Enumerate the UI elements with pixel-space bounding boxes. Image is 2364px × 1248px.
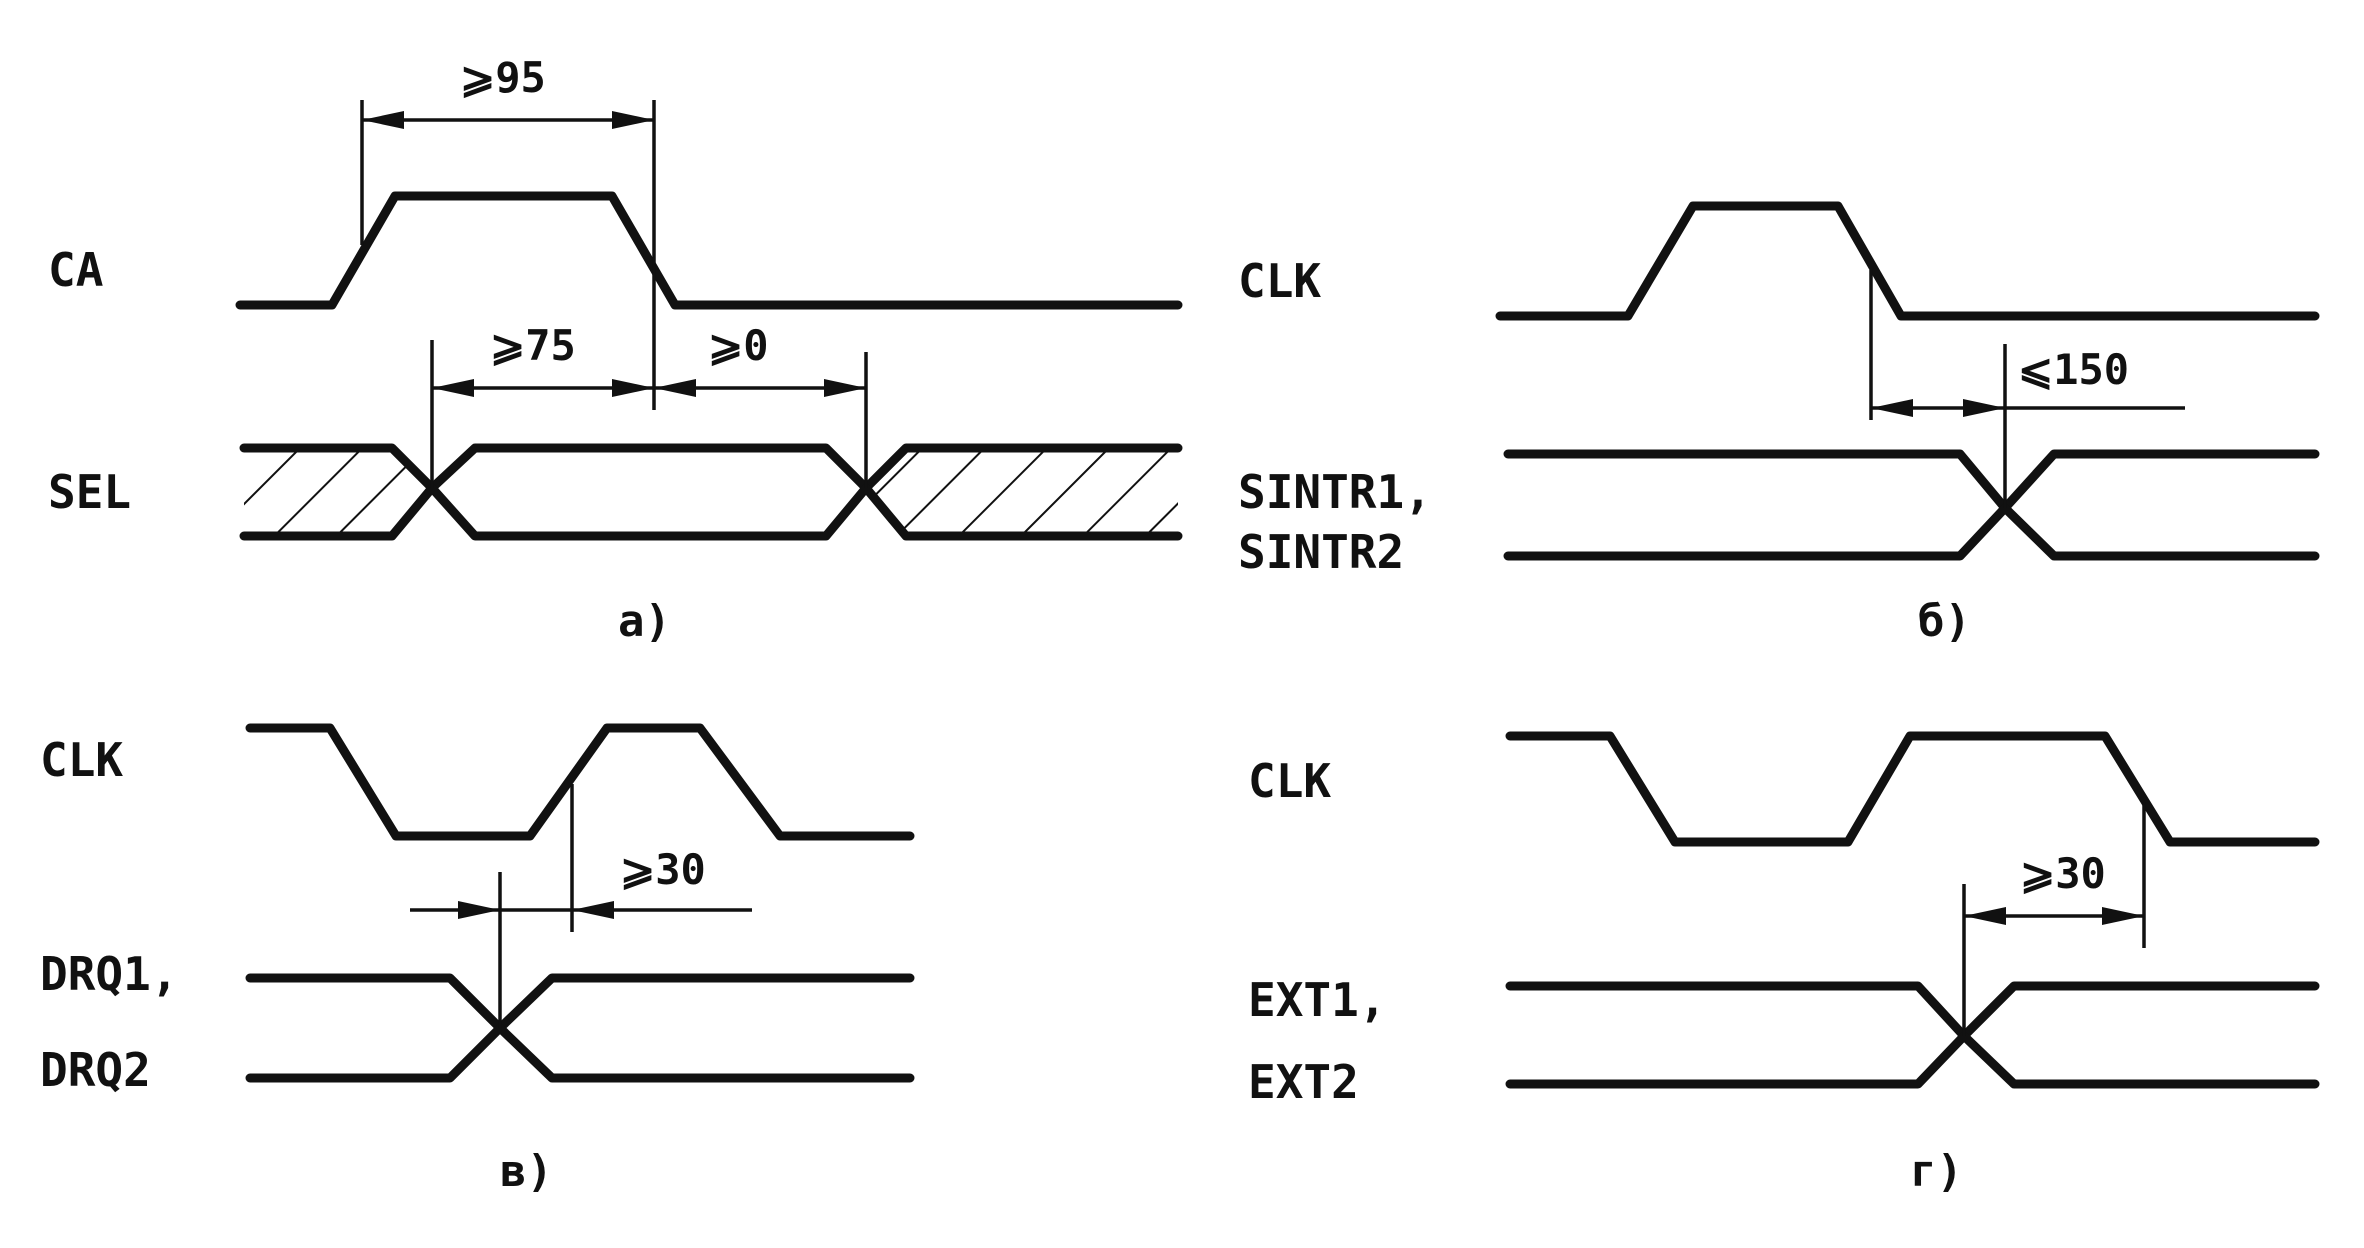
- panel-caption-c: в): [500, 1146, 553, 1197]
- panel-b: CLK SINTR1, SINTR2 ⩽150 б): [1238, 201, 2320, 647]
- signal-label-sel: SEL: [48, 465, 131, 519]
- dim-label-0: ⩾0: [708, 321, 768, 370]
- panel-d: CLK EXT1, EXT2 ⩾30 г): [1248, 731, 2320, 1197]
- signal-label-drq1: DRQ1,: [40, 947, 178, 1001]
- panel-caption-a: а): [618, 596, 671, 647]
- sel-waveform-top: [239, 443, 1183, 493]
- panel-c: CLK DRQ1, DRQ2 ⩾30 в): [40, 723, 915, 1197]
- dim-label-150: ⩽150: [2018, 345, 2129, 394]
- dim-label-95: ⩾95: [460, 53, 546, 102]
- arrow-left-icon: [654, 379, 696, 397]
- signal-label-ext2: EXT2: [1248, 1055, 1359, 1109]
- ca-waveform: [235, 191, 1183, 310]
- arrow-right-icon: [612, 111, 654, 129]
- arrow-left-icon: [362, 111, 404, 129]
- sintr-waveform-top: [1503, 449, 2320, 513]
- clk-waveform: [1505, 731, 2320, 847]
- signal-label-sintr2: SINTR2: [1238, 525, 1404, 579]
- dim-label-30: ⩾30: [620, 845, 706, 894]
- signal-label-ca: CA: [48, 243, 103, 297]
- signal-label-clk: CLK: [40, 733, 123, 787]
- sel-waveform-bottom: [239, 483, 1183, 541]
- dim-label-30: ⩾30: [2020, 849, 2106, 898]
- sintr-waveform-bottom: [1503, 503, 2320, 561]
- arrow-right-icon: [1963, 399, 2005, 417]
- dim-label-75: ⩾75: [490, 321, 576, 370]
- arrow-left-icon: [432, 379, 474, 397]
- arrow-right-icon: [824, 379, 866, 397]
- panel-caption-b: б): [1918, 596, 1971, 647]
- arrow-right-icon: [2102, 907, 2144, 925]
- signal-label-ext1: EXT1,: [1248, 973, 1386, 1027]
- ext-waveform-bottom: [1505, 1031, 2320, 1089]
- signal-label-clk: CLK: [1238, 254, 1321, 308]
- arrow-left-icon: [1871, 399, 1913, 417]
- signal-label-drq2: DRQ2: [40, 1043, 151, 1097]
- arrow-right-icon: [458, 901, 500, 919]
- sel-undefined-region-right: [866, 448, 1178, 536]
- clk-waveform: [245, 723, 915, 841]
- arrow-left-icon: [1964, 907, 2006, 925]
- panel-caption-d: г): [1910, 1146, 1963, 1197]
- drq-waveform-bottom: [245, 1023, 915, 1083]
- sel-undefined-region-left: [244, 448, 432, 536]
- arrow-left-icon: [572, 901, 614, 919]
- signal-label-clk: CLK: [1248, 754, 1331, 808]
- drq-waveform-top: [245, 973, 915, 1033]
- panel-a: CA SEL ⩾95 ⩾75 ⩾0 а): [48, 53, 1183, 647]
- clk-waveform: [1495, 201, 2320, 321]
- signal-label-sintr1: SINTR1,: [1238, 465, 1432, 519]
- arrow-right-icon: [612, 379, 654, 397]
- ext-waveform-top: [1505, 981, 2320, 1041]
